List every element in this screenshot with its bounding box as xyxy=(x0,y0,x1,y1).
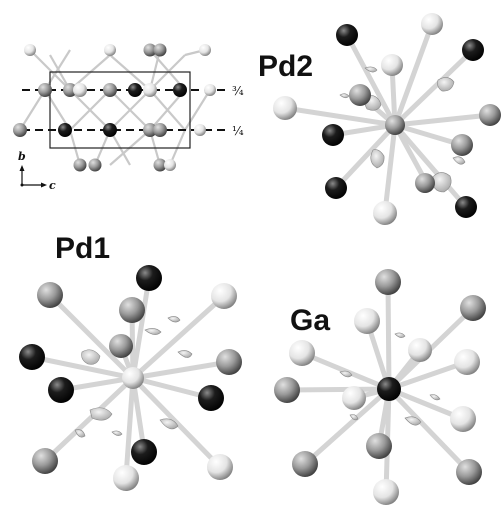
pd2-neighbor-atom xyxy=(421,13,443,35)
ga-neighbor-atom xyxy=(454,349,480,375)
pd2-neighbor-atom xyxy=(322,124,344,146)
unit-cell-atom xyxy=(153,158,167,172)
pd1-neighbor-atom xyxy=(48,377,74,403)
ga-neighbor-atom xyxy=(366,433,392,459)
unit-cell-atom xyxy=(38,83,52,97)
pd2-neighbor-atom xyxy=(415,173,435,193)
unit-cell-atom xyxy=(128,83,142,97)
ga-neighbor-atom xyxy=(289,340,315,366)
pd1-neighbor-atom xyxy=(131,439,157,465)
pd2-neighbor-atom xyxy=(325,177,347,199)
pd2-neighbor-atom xyxy=(462,39,484,61)
unit-cell-atom xyxy=(153,123,167,137)
ga-atoms xyxy=(274,269,486,505)
unit-cell-atom xyxy=(204,84,216,96)
pd2-neighbor-atom xyxy=(455,196,477,218)
pd1-neighbor-atom xyxy=(211,283,237,309)
unit-cell-atom xyxy=(73,83,87,97)
pd1-neighbor-atom xyxy=(136,265,162,291)
pd1-neighbor-atom xyxy=(198,385,224,411)
axis-label-c: c xyxy=(49,179,56,192)
pd1-neighbor-atom xyxy=(119,297,145,323)
unit-cell-atom xyxy=(58,123,72,137)
ga-neighbor-atom xyxy=(408,338,432,362)
ga-center-atom xyxy=(377,377,401,401)
pd1-neighbor-atom xyxy=(32,448,58,474)
unit-cell-atom xyxy=(143,83,157,97)
ga-label: Ga xyxy=(290,304,330,337)
unit-cell-atom xyxy=(24,44,36,56)
axis-label-b: b xyxy=(18,150,26,163)
unit-cell-atom xyxy=(103,83,117,97)
level-label-low: ¼ xyxy=(232,124,244,138)
ga-neighbor-atom xyxy=(292,451,318,477)
unit-cell-atom xyxy=(104,44,116,56)
ga-neighbor-atom xyxy=(375,269,401,295)
pd1-bonds xyxy=(29,275,232,480)
ga-panel: Ga xyxy=(274,269,486,505)
pd1-neighbor-atom xyxy=(109,334,133,358)
pd2-center-atom xyxy=(385,115,405,135)
pd1-neighbor-atom xyxy=(113,465,139,491)
unit-cell-atom xyxy=(103,123,117,137)
pd1-neighbor-atom xyxy=(19,344,45,370)
pd1-center-atom xyxy=(122,367,144,389)
pd2-neighbor-atom xyxy=(451,134,473,156)
level-label-high: ¾ xyxy=(232,84,244,98)
pd2-bonds xyxy=(282,21,493,215)
pd1-isosurfaces xyxy=(74,316,193,438)
pd2-neighbor-atom xyxy=(381,54,403,76)
pd1-neighbor-atom xyxy=(216,349,242,375)
unit-cell-atom xyxy=(143,43,157,57)
pd2-label: Pd2 xyxy=(258,50,313,83)
pd2-atoms xyxy=(273,13,501,225)
unit-cell-atom xyxy=(13,123,27,137)
axis-indicator xyxy=(19,165,47,188)
pd2-neighbor-atom xyxy=(273,96,297,120)
ga-neighbor-atom xyxy=(342,386,366,410)
ga-neighbor-atom xyxy=(354,308,380,334)
ga-neighbor-atom xyxy=(373,479,399,505)
ga-neighbor-atom xyxy=(450,406,476,432)
unit-cell-box xyxy=(49,71,191,149)
pd2-neighbor-atom xyxy=(336,24,358,46)
unit-cell-atom xyxy=(73,158,87,172)
pd2-neighbor-atom xyxy=(349,84,371,106)
ga-neighbor-atom xyxy=(456,459,482,485)
unit-cell-atom xyxy=(153,43,167,57)
pd1-atoms xyxy=(19,265,242,491)
pd2-neighbor-atom xyxy=(373,201,397,225)
unit-cell-atom xyxy=(194,124,206,136)
ga-neighbor-atom xyxy=(274,377,300,403)
unit-cell-atom xyxy=(88,158,102,172)
unit-cell-atom xyxy=(173,83,187,97)
unit-cell-atom xyxy=(143,123,157,137)
unit-cell-atom xyxy=(63,83,77,97)
unit-cell-atom xyxy=(199,44,211,56)
pd1-neighbor-atom xyxy=(207,454,233,480)
unit-cell-atoms xyxy=(13,43,216,172)
unit-cell-atom xyxy=(164,159,176,171)
unit-cell-atom xyxy=(20,183,24,187)
pd2-panel: Pd2 xyxy=(258,13,501,225)
pd2-neighbor-atom xyxy=(479,104,501,126)
pd1-label: Pd1 xyxy=(55,232,110,265)
unit-cell-panel: ¾ ¼ b c xyxy=(13,43,244,192)
pd1-neighbor-atom xyxy=(37,282,63,308)
ga-neighbor-atom xyxy=(460,295,486,321)
pd1-panel: Pd1 xyxy=(19,232,242,491)
